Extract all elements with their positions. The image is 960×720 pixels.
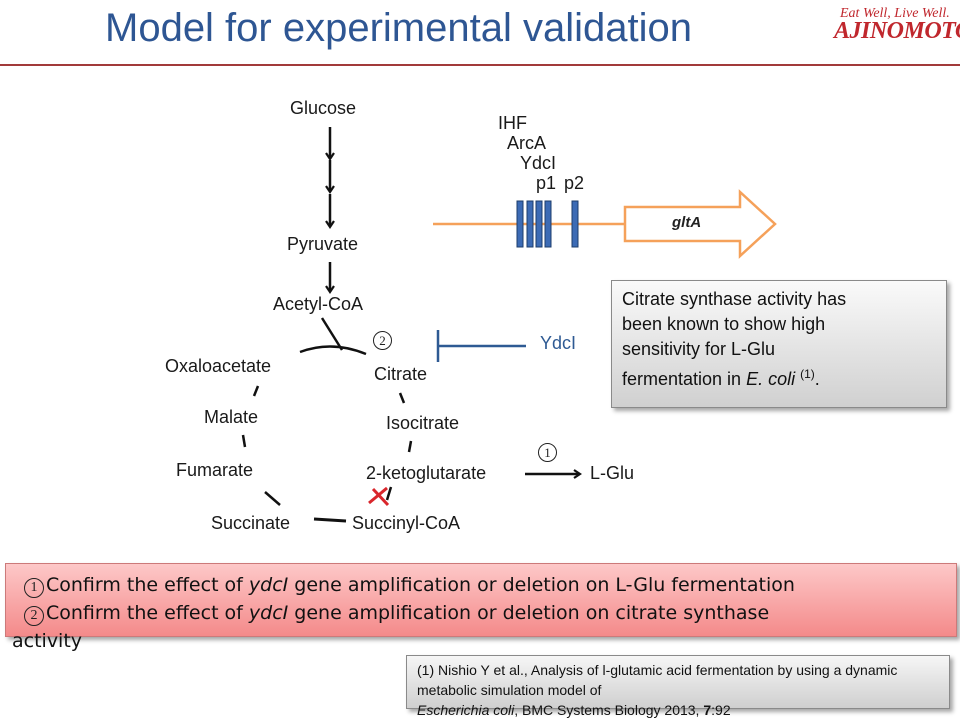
reference-box: (1) Nishio Y et al., Analysis of l-gluta… bbox=[406, 655, 950, 718]
binding-site-arca-2 bbox=[535, 200, 543, 248]
label-acetyl-coa: Acetyl-CoA bbox=[273, 294, 364, 314]
reference-volume: 7 bbox=[703, 702, 712, 718]
label-gltA: gltA bbox=[672, 214, 702, 231]
marker-1: 1 bbox=[538, 443, 557, 462]
task-2-gene: ydcI bbox=[248, 602, 289, 624]
marker-2: 2 bbox=[373, 331, 392, 350]
task-1-pre: Confirm the effect of bbox=[46, 574, 249, 596]
label-ihf: IHF bbox=[498, 113, 527, 133]
note-line-4-pre: fermentation in bbox=[622, 369, 747, 389]
note-organism: E. coli bbox=[746, 369, 796, 389]
label-succinyl-coa: Succinyl-CoA bbox=[352, 513, 461, 533]
cycle-ketoglutarate-succinylcoa bbox=[385, 486, 393, 501]
citrate-synthase-note: Citrate synthase activity has been known… bbox=[611, 280, 947, 408]
label-p1: p1 bbox=[536, 173, 557, 193]
note-line-3: sensitivity for L-Glu bbox=[622, 339, 776, 359]
note-line-1: Citrate synthase activity has bbox=[622, 289, 847, 309]
label-citrate: Citrate bbox=[374, 364, 428, 384]
acetylcoa-citrate-link bbox=[320, 317, 344, 351]
note-citation: (1) bbox=[800, 367, 815, 381]
reference-pages: :92 bbox=[711, 702, 731, 718]
oxaloacetate-citrate-link bbox=[299, 345, 367, 356]
reference-journal: , BMC Systems Biology 2013, bbox=[514, 702, 704, 718]
validation-tasks-box bbox=[5, 563, 957, 637]
reference-line-1: (1) Nishio Y et al., Analysis of l-gluta… bbox=[417, 662, 898, 698]
task-1-marker: 1 bbox=[24, 578, 44, 598]
note-line-4: fermentation in E. coli (1). bbox=[622, 362, 936, 392]
logo-tagline: Eat Well, Live Well. bbox=[840, 6, 950, 21]
cycle-oxaloacetate-malate bbox=[252, 385, 260, 397]
label-p2: p2 bbox=[564, 173, 585, 193]
label-glucose: Glucose bbox=[290, 98, 357, 118]
cycle-malate-fumarate bbox=[241, 434, 247, 448]
cycle-succinate-succinylcoa bbox=[313, 517, 347, 523]
label-fumarate: Fumarate bbox=[176, 460, 254, 480]
binding-site-arca-1 bbox=[526, 200, 534, 248]
logo-brand: AJINOMOTO. bbox=[834, 18, 960, 44]
task-1-post: gene amplification or deletion on L-Glu … bbox=[288, 574, 795, 596]
label-oxaloacetate: Oxaloacetate bbox=[165, 356, 272, 376]
label-l-glu: L-Glu bbox=[590, 463, 635, 483]
reference-organism: Escherichia coli bbox=[417, 702, 515, 718]
task-2-marker: 2 bbox=[24, 606, 44, 626]
reference-line-2: Escherichia coli, BMC Systems Biology 20… bbox=[417, 700, 939, 720]
note-line-2: been known to show high bbox=[622, 314, 826, 334]
page-title: Model for experimental validation bbox=[105, 6, 692, 50]
block-mark-b bbox=[368, 486, 388, 505]
binding-site-ihf bbox=[516, 200, 524, 248]
gltA-gene-arrow bbox=[623, 189, 777, 259]
label-arca: ArcA bbox=[507, 133, 547, 153]
task-1-gene: ydcI bbox=[248, 574, 289, 596]
cycle-citrate-isocitrate bbox=[398, 392, 406, 404]
label-succinate: Succinate bbox=[211, 513, 291, 533]
label-ydci-repressor: YdcI bbox=[540, 333, 577, 353]
title-divider bbox=[0, 64, 960, 66]
label-ydci-site: YdcI bbox=[520, 153, 557, 173]
label-malate: Malate bbox=[204, 407, 259, 427]
cycle-isocitrate-ketoglutarate bbox=[407, 440, 413, 453]
cycle-fumarate-succinate bbox=[264, 491, 281, 506]
note-line-4-post: . bbox=[814, 369, 820, 389]
task-2-pre: Confirm the effect of bbox=[46, 602, 249, 624]
task-2-continuation: activity bbox=[12, 630, 83, 652]
binding-site-ydci bbox=[544, 200, 552, 248]
promoter-p2-site bbox=[571, 200, 579, 248]
block-mark-a bbox=[371, 487, 390, 507]
label-pyruvate: Pyruvate bbox=[287, 234, 359, 254]
label-isocitrate: Isocitrate bbox=[386, 413, 460, 433]
label-2-ketoglutarate: 2-ketoglutarate bbox=[366, 463, 487, 483]
task-2-post: gene amplification or deletion on citrat… bbox=[288, 602, 770, 624]
